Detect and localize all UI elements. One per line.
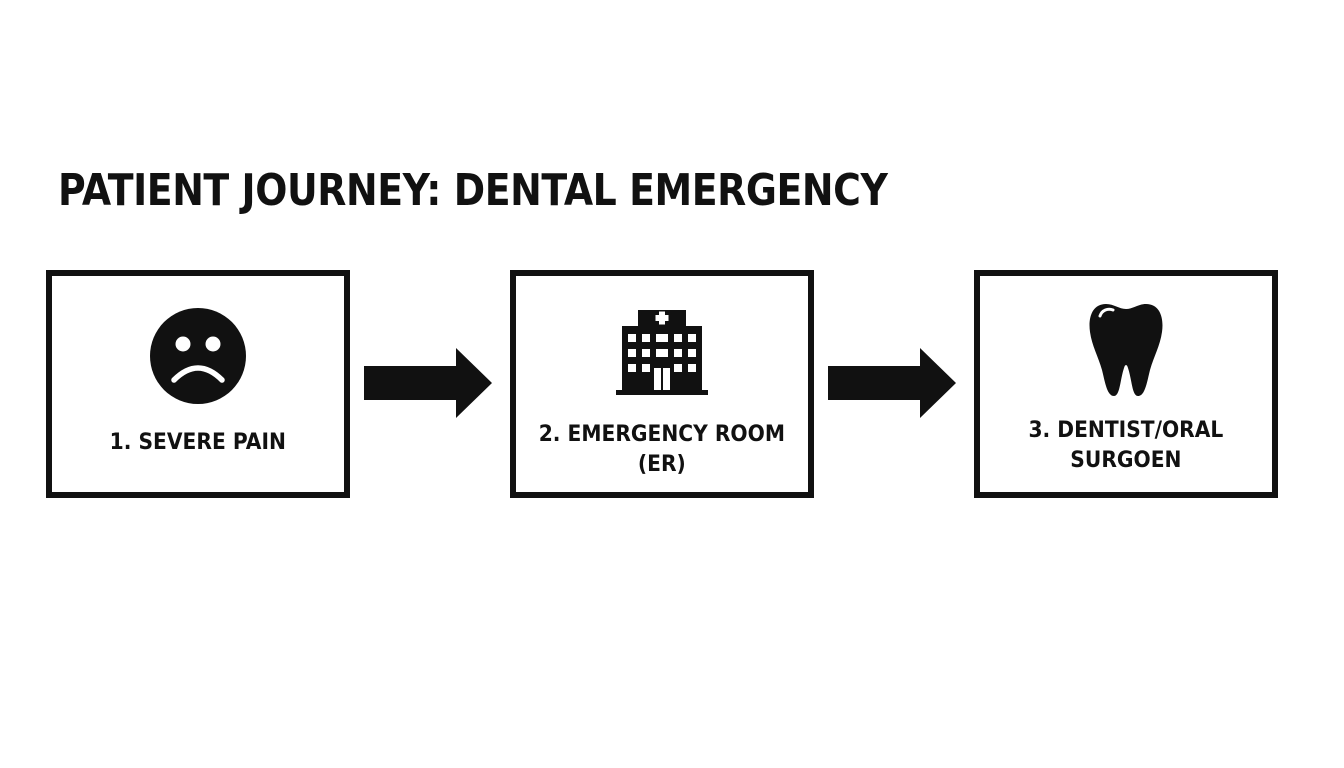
step-label: 2. EMERGENCY ROOM (ER) — [538, 422, 786, 477]
step-box-severe-pain: 1. SEVERE PAIN — [46, 270, 350, 498]
hospital-icon — [616, 310, 708, 395]
arrow-right-icon — [828, 348, 956, 418]
step-box-emergency-room: 2. EMERGENCY ROOM (ER) — [510, 270, 814, 498]
sad-face-icon — [150, 308, 246, 404]
step-label: 1. SEVERE PAIN — [109, 430, 287, 455]
step-box-dentist: 3. DENTIST/ORAL SURGOEN — [974, 270, 1278, 498]
step-label: 3. DENTIST/ORAL SURGOEN — [1028, 418, 1224, 473]
diagram-title: PATIENT JOURNEY: DENTAL EMERGENCY — [58, 165, 888, 216]
tooth-icon — [1089, 304, 1163, 396]
arrow-right-icon — [364, 348, 492, 418]
